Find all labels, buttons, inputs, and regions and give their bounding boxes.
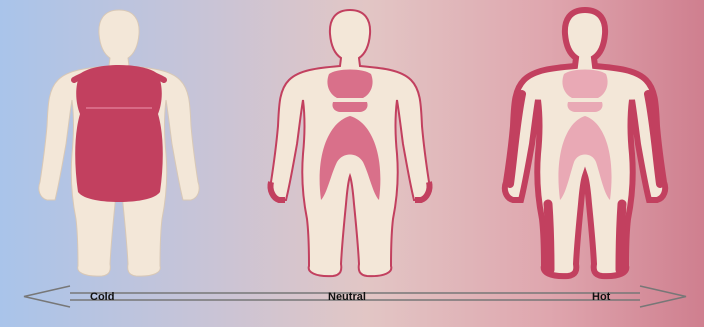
hot-label: Hot: [592, 291, 610, 303]
neutral-body-figure: [245, 4, 455, 284]
cold-body-figure: [14, 4, 224, 284]
cold-label: Cold: [90, 291, 114, 303]
hot-body-figure: [480, 4, 690, 284]
neutral-label: Neutral: [328, 291, 366, 303]
temperature-scale-arrow: [0, 280, 704, 327]
